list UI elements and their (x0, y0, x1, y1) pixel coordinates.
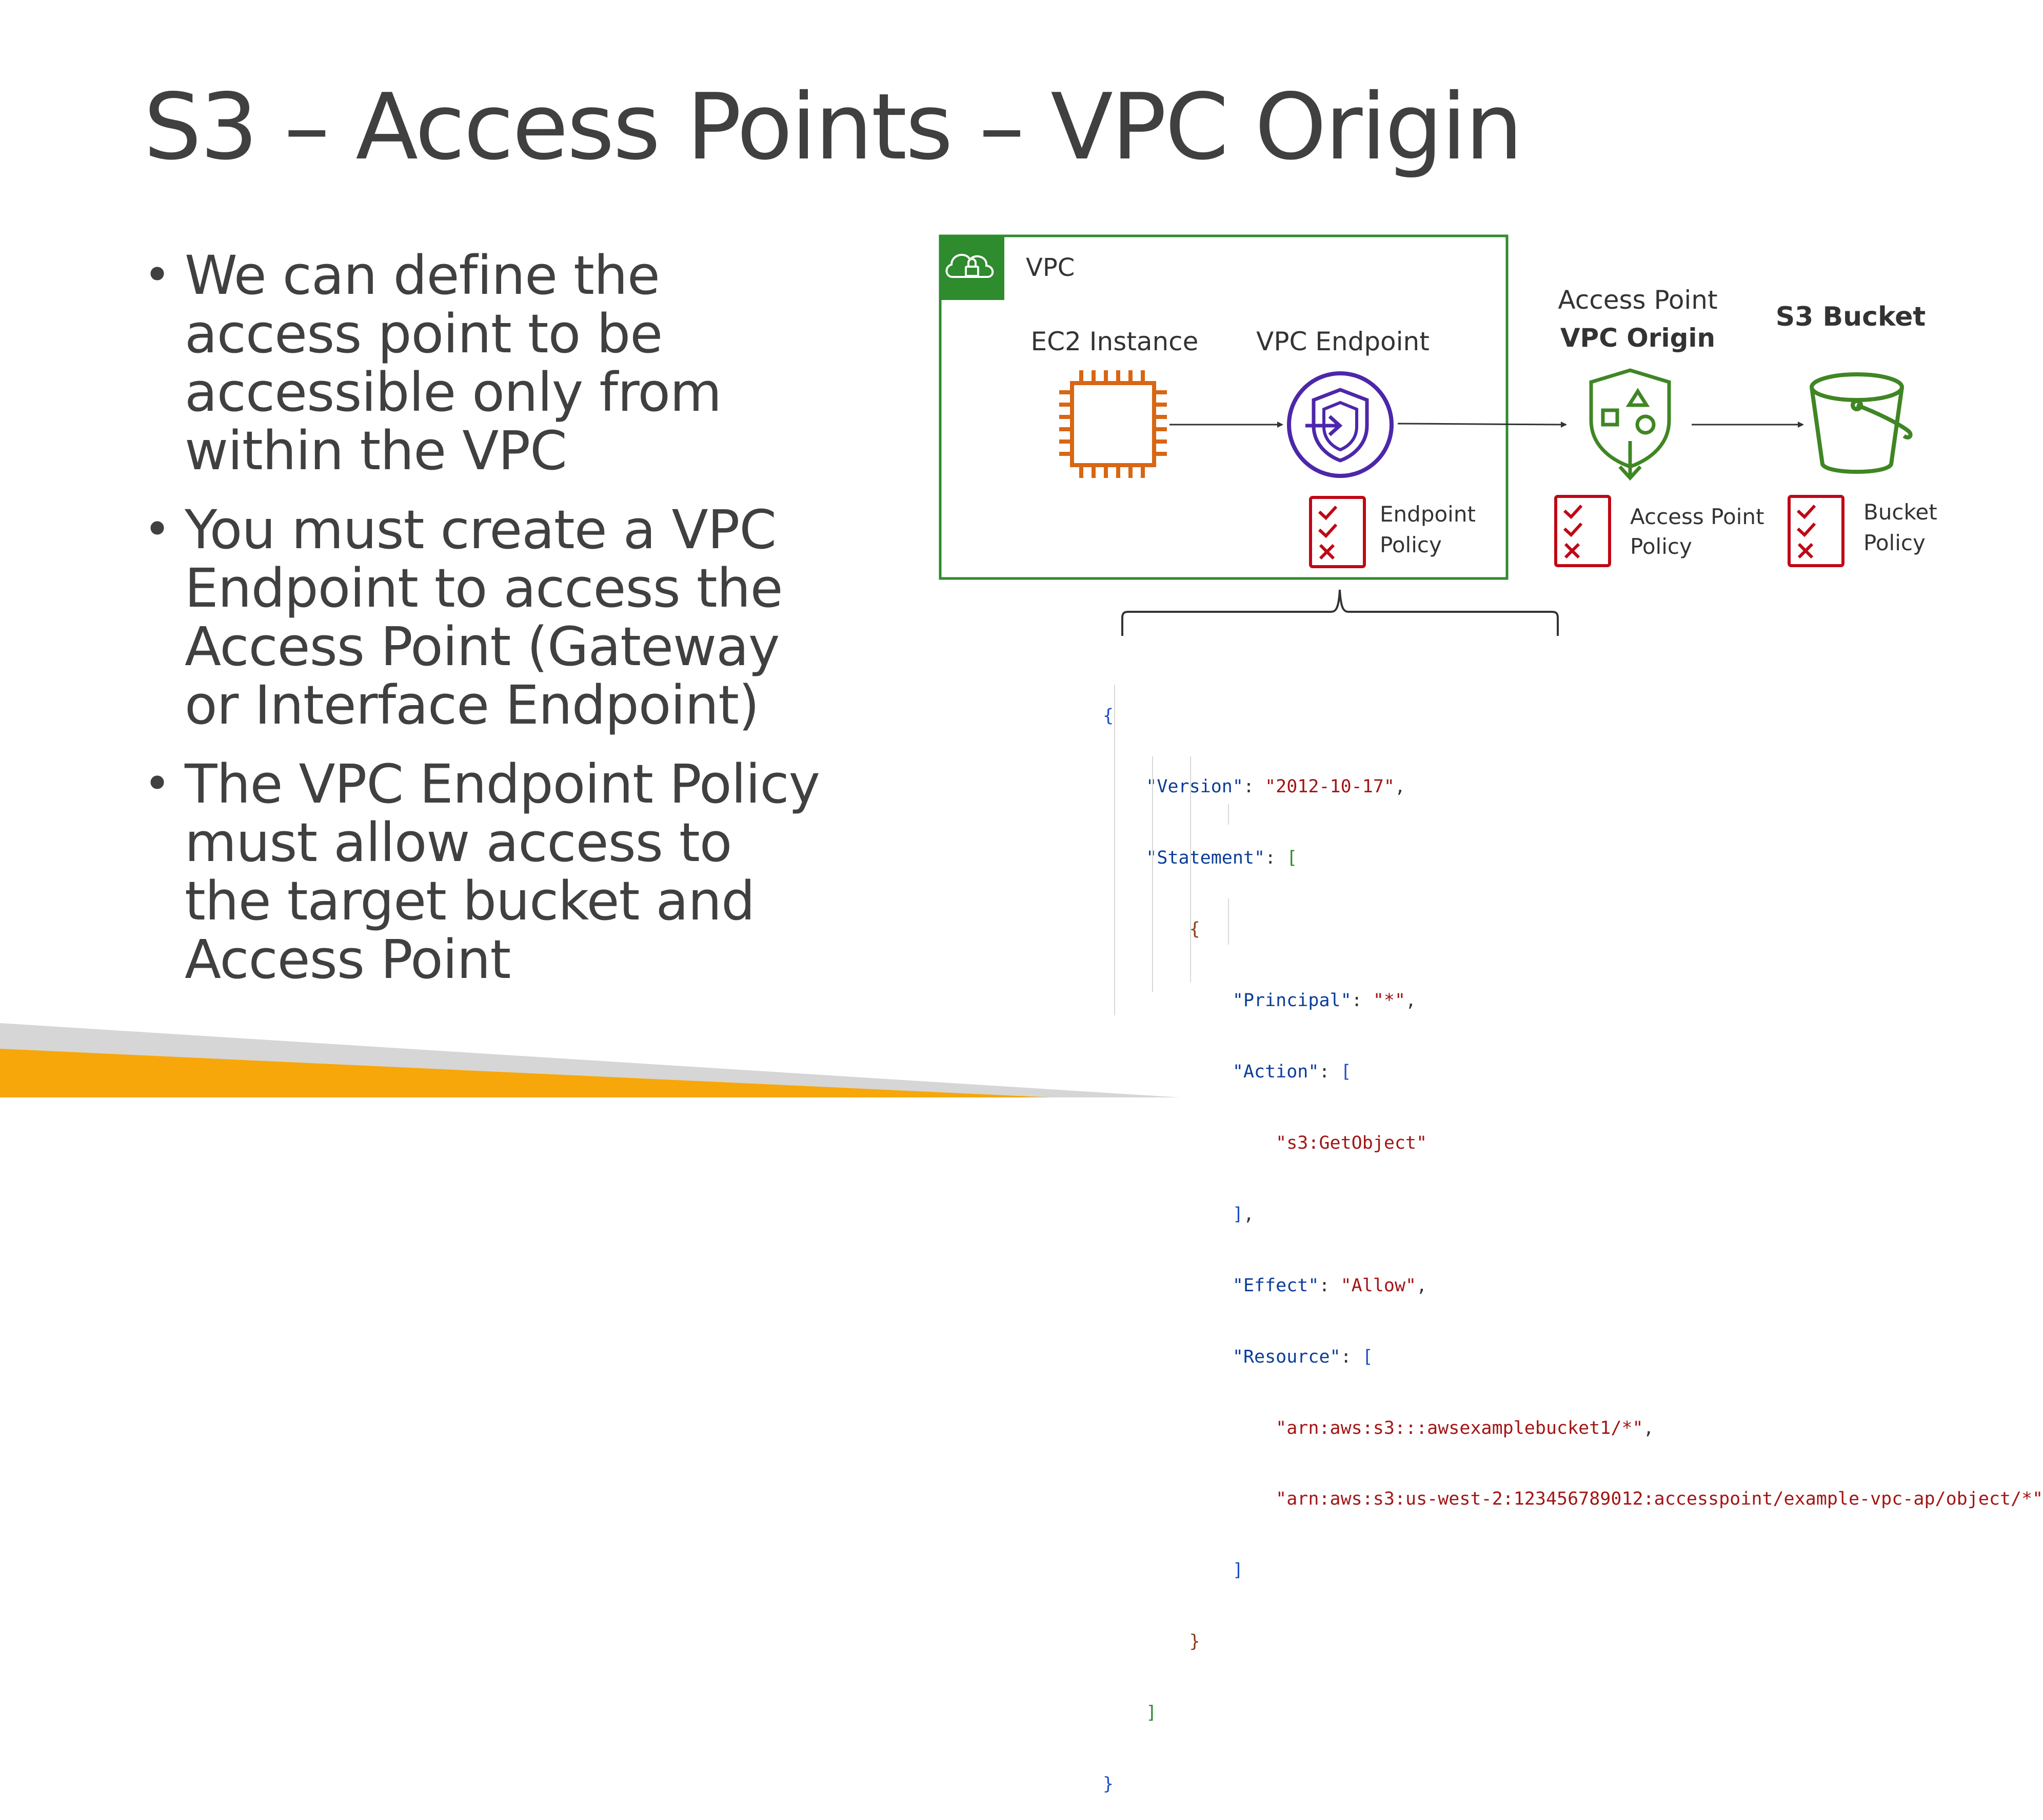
code-line: ], (1232, 1204, 1255, 1225)
code-line: { (1103, 705, 1114, 726)
architecture-diagram: VPC EC2 Instance VPC Endpoint Endpoint P… (0, 234, 1937, 1097)
bucket-label: S3 Bucket (1776, 302, 1926, 332)
s3-bucket-icon (1810, 372, 1913, 474)
endpoint-policy-label: Policy (1380, 532, 1442, 557)
code-line: "Version": "2012-10-17", (1146, 776, 1406, 797)
code-line: "Principal": "*", (1232, 990, 1417, 1011)
indent-guide (1190, 756, 1191, 982)
access-point-label: VPC Origin (1560, 323, 1715, 353)
code-line: "Action": [ (1232, 1062, 1352, 1083)
vpc-label: VPC (1026, 253, 1075, 282)
ec2-label: EC2 Instance (1031, 327, 1199, 356)
code-line: } (1189, 1631, 1200, 1652)
vpc-badge (940, 236, 1004, 300)
vpc-endpoint-icon (1287, 371, 1394, 478)
policy-brace (1121, 589, 1559, 636)
footer-band (0, 1023, 1180, 1097)
indent-guide (1228, 898, 1229, 945)
access-point-policy-label: Policy (1630, 534, 1692, 559)
policy-checklist-icon (1788, 495, 1844, 567)
policy-checklist-icon (1309, 496, 1366, 568)
bullet-item: The VPC Endpoint Policy must allow acces… (144, 755, 826, 989)
bullet-item: We can define the access point to be acc… (144, 246, 826, 480)
vpc-boundary (939, 234, 1509, 580)
code-line: "s3:GetObject" (1276, 1132, 1427, 1153)
slide-title: S3 – Access Points – VPC Origin (144, 74, 1523, 180)
code-line: "Resource": [ (1232, 1346, 1373, 1367)
code-line: "Statement": [ (1146, 848, 1298, 869)
code-line: "arn:aws:s3:us-west-2:123456789012:acces… (1276, 1489, 2043, 1510)
policy-json-code: { "Version": "2012-10-17", "Statement": … (1103, 656, 2043, 1820)
access-point-icon (1589, 368, 1671, 481)
code-line: "arn:aws:s3:::awsexamplebucket1/*", (1276, 1417, 1654, 1438)
code-line: { (1189, 919, 1200, 940)
access-point-label: Access Point (1558, 285, 1717, 315)
bullet-item: You must create a VPC Endpoint to access… (144, 501, 826, 734)
bucket-policy-label: Bucket (1863, 499, 1937, 525)
ec2-chip-icon (1059, 370, 1167, 478)
cloud-lock-icon (945, 254, 994, 278)
code-line: ] (1146, 1703, 1157, 1724)
access-point-policy-label: Access Point (1630, 504, 1764, 529)
policy-checklist-icon (1554, 495, 1611, 567)
indent-guide (1114, 685, 1115, 1015)
indent-guide (1152, 756, 1153, 992)
code-line: "Effect": "Allow", (1232, 1275, 1427, 1296)
indent-guide (1228, 804, 1229, 825)
code-line: } (1103, 1773, 1114, 1794)
arrow-endpoint-to-access-point (1397, 421, 1567, 428)
bucket-policy-label: Policy (1863, 530, 1926, 555)
endpoint-label: VPC Endpoint (1256, 327, 1430, 356)
endpoint-policy-label: Endpoint (1380, 502, 1476, 527)
code-line: ] (1232, 1560, 1243, 1581)
bullet-list: We can define the access point to be acc… (144, 246, 826, 1009)
